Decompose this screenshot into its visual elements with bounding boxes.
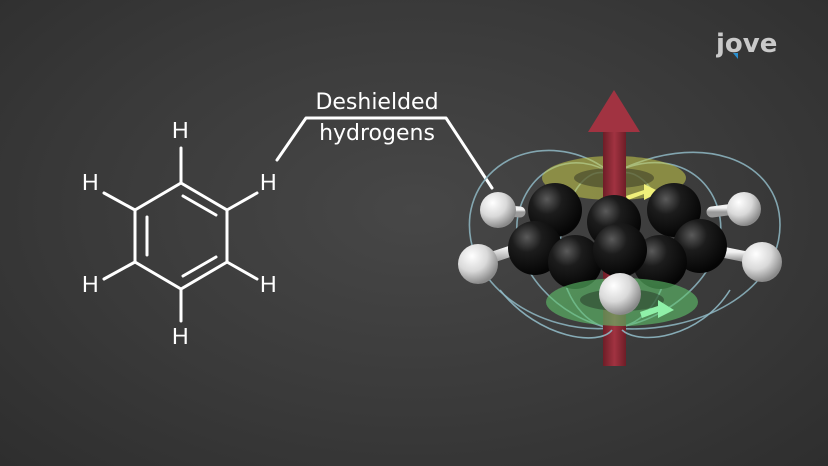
benzene-ring [133, 181, 229, 291]
ch-bond-lower-right [225, 260, 259, 281]
ch-bond-upper-right [225, 191, 259, 212]
jove-logo: jove [716, 29, 777, 59]
callout-label-line2: hydrogens [319, 121, 435, 146]
ch-bond-lower-left [102, 260, 137, 281]
double-bond-1 [181, 194, 218, 217]
atom-label-h-bottom: H [172, 323, 189, 349]
ring-current-arrow-lower [640, 300, 674, 318]
callout-label-line1: Deshielded [315, 90, 438, 115]
magnetic-field-lines-front [499, 289, 731, 339]
deshielded-callout: Deshielded hydrogens [275, 90, 494, 190]
benzene-structure: H H H H H H [82, 117, 277, 349]
callout-bracket [275, 116, 494, 190]
hydrogen-atom [727, 192, 761, 226]
jove-logo-speech-tail [733, 53, 738, 59]
atom-label-h-top: H [172, 117, 189, 143]
atom-label-h-upper-left: H [82, 169, 99, 195]
atom-label-h-lower-right: H [260, 271, 277, 297]
atom-label-h-lower-left: H [82, 271, 99, 297]
double-bond-2 [181, 255, 218, 278]
hydrogen-atoms [458, 192, 782, 315]
ch-bonds [102, 146, 259, 323]
carbon-atoms [508, 183, 727, 289]
ring-outer-bonds [133, 181, 229, 291]
hydrogen-atom [480, 192, 516, 228]
atom-label-h-upper-right: H [260, 169, 277, 195]
benzene-3d-model [458, 90, 782, 366]
hydrogen-atom [599, 273, 641, 315]
jove-logo-text: jove [716, 29, 777, 59]
hydrogen-atom [742, 242, 782, 282]
hydrogen-atom [458, 244, 498, 284]
ch-bond-upper-left [102, 191, 137, 212]
